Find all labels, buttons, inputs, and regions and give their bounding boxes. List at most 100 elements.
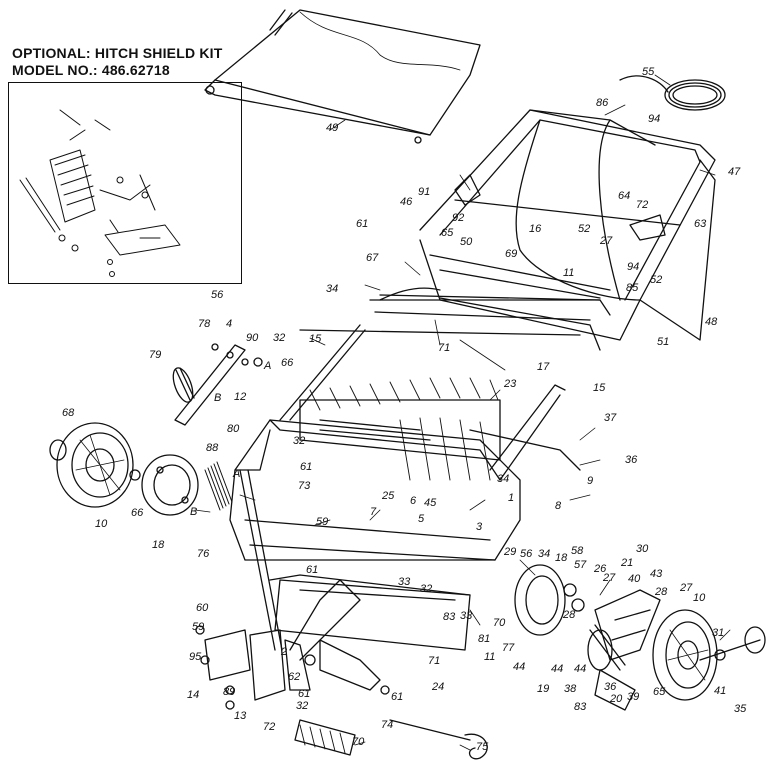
part-label-26: 26	[594, 563, 607, 575]
part-label-A: A	[264, 360, 272, 372]
part-label-13: 13	[234, 710, 247, 722]
part-label-33b: 33	[460, 610, 473, 622]
right-drive-assembly	[514, 564, 661, 711]
part-label-7: 7	[370, 506, 377, 518]
part-label-72b: 72	[263, 721, 276, 733]
hitch-shield-kit-inset	[8, 82, 242, 284]
part-label-88: 88	[206, 442, 219, 454]
part-label-B2: B	[190, 506, 198, 518]
brush-roller	[299, 377, 581, 481]
part-label-95: 95	[189, 651, 202, 663]
inset-kit-parts	[19, 109, 181, 277]
part-label-5: 5	[418, 513, 425, 525]
part-label-61e: 61	[391, 691, 404, 703]
part-label-32d: 32	[296, 700, 309, 712]
frame-rods	[279, 324, 566, 481]
part-label-44c: 44	[513, 661, 526, 673]
part-label-4: 4	[226, 318, 233, 330]
part-label-76: 76	[197, 548, 210, 560]
part-label-A2: A	[233, 468, 241, 480]
part-label-15b: 15	[593, 382, 606, 394]
part-label-70b: 70	[352, 736, 365, 748]
part-label-65b: 65	[653, 686, 666, 698]
part-label-94b: 94	[627, 261, 640, 273]
part-label-38: 38	[564, 683, 577, 695]
part-label-15: 15	[309, 333, 322, 345]
part-label-59: 59	[316, 516, 329, 528]
part-label-79: 79	[149, 349, 162, 361]
part-label-10: 10	[95, 518, 108, 530]
part-label-61b: 61	[300, 461, 313, 473]
part-label-91: 91	[418, 186, 431, 198]
part-label-83: 83	[443, 611, 456, 623]
left-hub-plate	[141, 454, 199, 516]
part-label-70: 70	[493, 617, 506, 629]
part-label-65: 65	[441, 227, 454, 239]
part-label-80: 80	[227, 423, 240, 435]
kit-title-line-1: OPTIONAL: HITCH SHIELD KIT	[12, 45, 223, 61]
part-label-49: 49	[326, 122, 339, 134]
spring-left	[204, 461, 233, 511]
part-label-17: 17	[537, 361, 550, 373]
hitch-assembly	[195, 469, 488, 760]
part-label-32c: 32	[420, 583, 433, 595]
leader-lines	[194, 74, 731, 751]
part-label-55: 55	[642, 66, 655, 78]
part-label-71: 71	[438, 342, 451, 354]
part-label-28: 28	[655, 586, 668, 598]
part-label-66: 66	[281, 357, 294, 369]
part-label-10b: 10	[693, 592, 706, 604]
hopper-frame	[379, 109, 716, 341]
part-label-24: 24	[432, 681, 445, 693]
part-label-39: 39	[627, 691, 640, 703]
part-label-34b: 34	[497, 473, 510, 485]
part-label-45: 45	[424, 497, 437, 509]
part-label-23: 23	[504, 378, 517, 390]
part-label-46: 46	[400, 196, 413, 208]
hitch-shield-kit-title: OPTIONAL: HITCH SHIELD KIT MODEL NO.: 48…	[12, 45, 223, 79]
part-label-1: 1	[508, 492, 515, 504]
bag-cover	[204, 9, 481, 144]
part-label-19: 19	[537, 683, 550, 695]
part-label-69: 69	[505, 248, 518, 260]
part-label-11b: 11	[484, 651, 496, 663]
part-label-36b: 36	[604, 681, 617, 693]
left-wheel	[49, 422, 141, 508]
part-label-14: 14	[187, 689, 200, 701]
part-label-29: 29	[504, 546, 517, 558]
part-label-18: 18	[152, 539, 165, 551]
part-label-44: 44	[551, 663, 564, 675]
part-label-66b: 66	[131, 507, 144, 519]
part-label-28b: 28	[563, 609, 576, 621]
part-label-33: 33	[398, 576, 411, 588]
part-label-8: 8	[555, 500, 562, 512]
part-label-3: 3	[476, 521, 483, 533]
part-label-34: 34	[326, 283, 339, 295]
part-label-36: 36	[625, 454, 638, 466]
part-label-25: 25	[382, 490, 395, 502]
part-label-35: 35	[734, 703, 747, 715]
part-label-12: 12	[234, 391, 247, 403]
part-label-27b: 27	[603, 572, 616, 584]
part-label-47: 47	[728, 166, 741, 178]
part-label-89: 89	[223, 686, 236, 698]
part-label-62: 62	[288, 671, 301, 683]
part-label-71b: 71	[428, 655, 441, 667]
part-label-32b: 32	[293, 435, 306, 447]
part-label-B: B	[214, 392, 222, 404]
part-label-81: 81	[478, 633, 491, 645]
part-label-61: 61	[356, 218, 369, 230]
part-label-60: 60	[196, 602, 209, 614]
part-label-52: 52	[578, 223, 591, 235]
part-label-86: 86	[596, 97, 609, 109]
part-label-37: 37	[604, 412, 617, 424]
part-label-41: 41	[714, 685, 727, 697]
part-label-78: 78	[198, 318, 211, 330]
part-label-83b: 83	[574, 701, 587, 713]
part-label-9: 9	[587, 475, 594, 487]
part-label-6: 6	[410, 495, 417, 507]
kit-model-number: MODEL NO.: 486.62718	[12, 62, 170, 78]
part-label-30: 30	[636, 543, 649, 555]
right-wheel	[652, 609, 766, 701]
part-label-31: 31	[712, 627, 725, 639]
